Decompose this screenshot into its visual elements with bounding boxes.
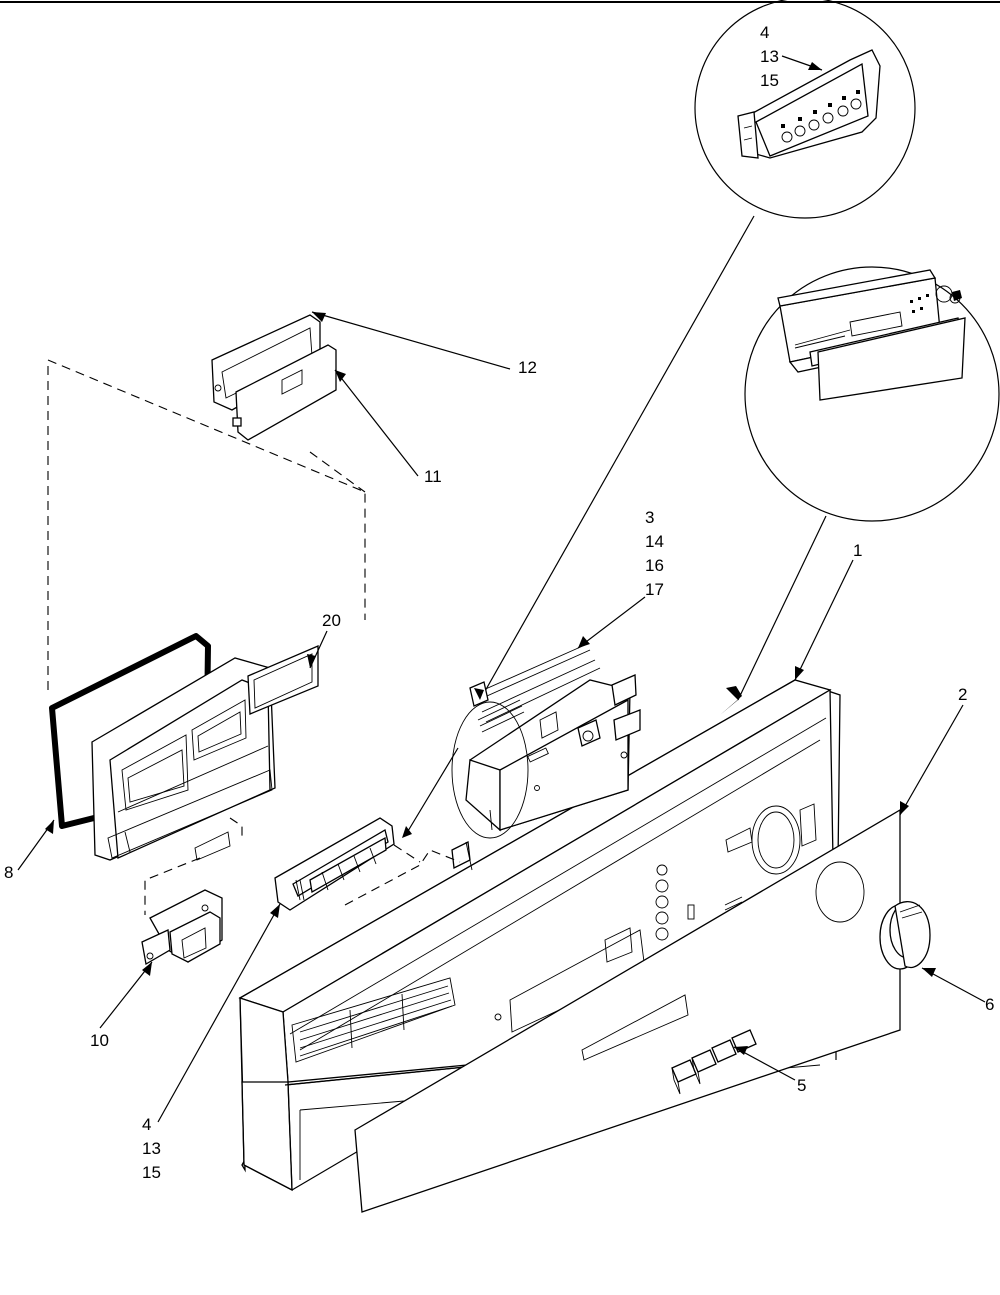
callout-3: 3 <box>645 508 654 527</box>
callout-11: 11 <box>424 467 442 486</box>
callout-labels: 1 2 3 14 16 17 4 13 15 4 13 15 5 6 8 10 … <box>4 23 994 1182</box>
overlay-decal <box>354 808 901 1213</box>
callout-12: 12 <box>518 358 537 377</box>
leader-detail-switch <box>479 215 755 701</box>
callout-2: 2 <box>958 685 967 704</box>
detail-circle-switch <box>694 0 916 219</box>
door-switch <box>141 889 223 966</box>
leader-detail-control <box>737 515 827 701</box>
callout-6: 6 <box>985 995 994 1014</box>
callout-20: 20 <box>322 611 341 630</box>
push-buttons <box>671 1029 757 1095</box>
callout-15-top: 15 <box>760 71 779 90</box>
latch-housing <box>91 657 276 861</box>
window-lens <box>247 645 319 715</box>
switch-module <box>274 817 461 911</box>
window-insert <box>232 344 337 441</box>
dashed-alignment-lines <box>47 359 366 915</box>
callout-15-bottom: 15 <box>142 1163 161 1182</box>
detail-circle-control-module <box>744 266 1000 522</box>
callout-13-top: 13 <box>760 47 779 66</box>
callout-4-top: 4 <box>760 23 769 42</box>
callout-1: 1 <box>853 541 862 560</box>
callout-5: 5 <box>797 1076 806 1095</box>
callout-8: 8 <box>4 863 13 882</box>
knob <box>879 901 931 970</box>
callout-10: 10 <box>90 1031 109 1050</box>
callout-14: 14 <box>645 532 664 551</box>
callout-13-bottom: 13 <box>142 1139 161 1158</box>
arrowheads <box>45 62 936 1055</box>
callout-17: 17 <box>645 580 664 599</box>
callout-4-bottom: 4 <box>142 1115 151 1134</box>
callout-16: 16 <box>645 556 664 575</box>
